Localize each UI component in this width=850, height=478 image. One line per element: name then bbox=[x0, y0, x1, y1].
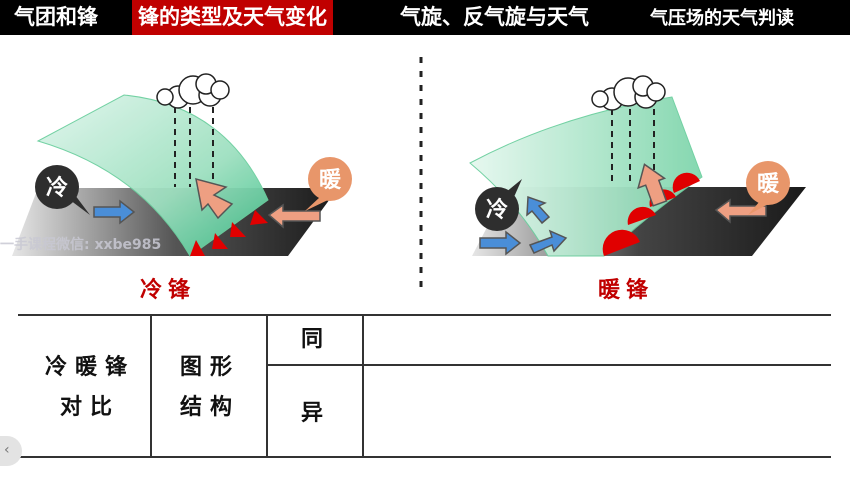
watermark-text: 一手课程微信: xxbe985 bbox=[0, 237, 162, 253]
cloud-icon bbox=[156, 73, 230, 109]
warm-front-panel: 冷 暖 bbox=[469, 75, 806, 257]
top-nav-bar: 气团和锋 锋的类型及天气变化 气旋、反气旋与天气 气压场的天气判读 bbox=[0, 0, 850, 35]
cold-front-panel: 冷 暖 bbox=[12, 73, 352, 257]
warm-air-bubble: 暖 bbox=[746, 161, 790, 215]
table-cell-figure: 图形 bbox=[179, 354, 240, 380]
chevron-left-icon: ‹ bbox=[4, 442, 10, 458]
warm-air-bubble: 暖 bbox=[305, 157, 352, 211]
table-bottom-border bbox=[18, 456, 831, 458]
table-col-divider bbox=[266, 314, 268, 458]
cold-front-title: 冷锋 bbox=[140, 277, 197, 303]
table-col-divider bbox=[362, 314, 364, 458]
warm-air-arrow bbox=[267, 203, 321, 229]
cold-front-symbol bbox=[190, 210, 268, 256]
side-expand-tab[interactable]: ‹ bbox=[0, 436, 22, 466]
warm-label: 暖 bbox=[319, 167, 342, 193]
table-cell-structure: 结构 bbox=[179, 394, 240, 420]
cold-air-arrow bbox=[528, 229, 568, 254]
table-col-divider bbox=[150, 314, 152, 458]
cold-air-bubble: 冷 bbox=[475, 179, 522, 231]
table-row-divider bbox=[266, 364, 831, 366]
warm-label: 暖 bbox=[757, 171, 780, 197]
table-cell-cold-warm: 冷暖锋 bbox=[44, 354, 135, 380]
warm-air-rising-arrow bbox=[195, 177, 234, 220]
warm-air-rising-arrow bbox=[637, 163, 668, 207]
cloud-icon bbox=[591, 75, 666, 111]
table-top-border bbox=[18, 314, 831, 316]
table-cell-same: 同 bbox=[300, 326, 331, 352]
warm-air-arrow bbox=[714, 198, 767, 224]
warm-front-title: 暖锋 bbox=[598, 277, 655, 303]
tab-air-mass-and-front[interactable]: 气团和锋 bbox=[14, 5, 98, 29]
table-cell-compare: 对比 bbox=[59, 394, 120, 420]
tab-cyclone-anticyclone[interactable]: 气旋、反气旋与天气 bbox=[400, 5, 589, 29]
tab-pressure-field[interactable]: 气压场的天气判读 bbox=[650, 8, 794, 29]
cold-air-arrow bbox=[93, 199, 136, 225]
fronts-diagram: 冷 暖 bbox=[12, 57, 806, 291]
table-cell-different: 异 bbox=[300, 400, 331, 426]
rain-lines bbox=[611, 109, 655, 185]
cold-air-arrow bbox=[526, 195, 551, 225]
cold-label: 冷 bbox=[486, 197, 508, 223]
tab-front-types[interactable]: 锋的类型及天气变化 bbox=[132, 0, 333, 35]
cold-air-bubble: 冷 bbox=[35, 165, 90, 215]
cold-label: 冷 bbox=[46, 175, 68, 201]
rain-lines bbox=[174, 107, 214, 187]
cold-air-arrow bbox=[479, 230, 522, 256]
